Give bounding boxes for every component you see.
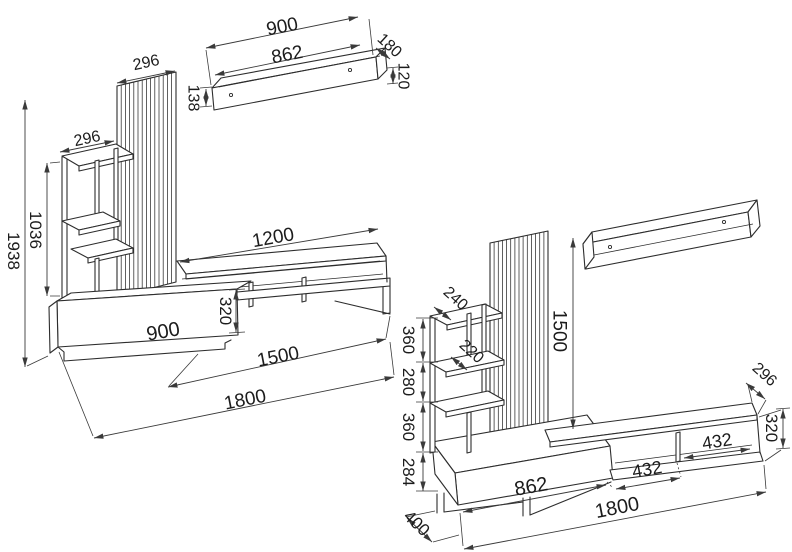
dim-line-wall-shelf-width [205, 16, 359, 49]
tower-left-upright [61, 155, 68, 299]
open-divider [675, 431, 681, 463]
slat-lines [120, 73, 172, 296]
dim-line-wall-shelf-opening [214, 44, 361, 76]
dim-label-slat-panel-width: 296 [131, 52, 161, 74]
dim-line-niche-width-right [683, 447, 751, 460]
dim-label-shelf-tower-height: 1036 [26, 211, 45, 249]
front-view: 900 862 180 120 138 296 296 1938 1036 12… [4, 14, 411, 439]
dim-label-tower-segment-lower: 360 [399, 413, 418, 441]
dim-label-top-shelf-depth: 296 [749, 360, 780, 391]
wall-shelf-left-cap [582, 231, 595, 270]
dim-line-overall-depth [406, 517, 433, 543]
dim-line-niche-width-left [615, 476, 681, 491]
tower-right-upright [113, 147, 119, 245]
dim-line-top-shelf-depth [745, 382, 766, 400]
side-view: 1500 240 220 360 280 360 284 296 320 432… [399, 199, 791, 550]
right-end-edge [385, 255, 388, 283]
dim-label-overall-height: 1938 [4, 232, 23, 270]
dim-label-tower-segment-top: 360 [399, 326, 418, 354]
side-shelf-tower [429, 303, 505, 454]
dim-line-slat-panel-width [116, 70, 176, 84]
side-dimensions: 1500 240 220 360 280 360 284 296 320 432… [399, 238, 791, 550]
right-foot [334, 285, 391, 315]
open-floor-edge [239, 273, 384, 288]
dim-label-wall-shelf-front-height: 138 [184, 85, 201, 112]
dim-line-tower-top-depth [433, 306, 452, 321]
hidden-leaders [606, 462, 682, 488]
dim-line-wall-shelf-depth [375, 47, 391, 60]
dim-label-base-length: 1500 [255, 343, 301, 372]
tower-left-upright [429, 315, 436, 454]
bottom-slab-front [236, 277, 391, 301]
tower-divider-lower [466, 411, 472, 454]
tower-mid-shelf-front [445, 359, 505, 378]
dim-label-base-front-height: 284 [399, 458, 418, 486]
dim-label-base-height: 320 [762, 414, 781, 442]
tower-low-shelf-front [445, 399, 505, 418]
front-shelf-tower [61, 143, 134, 301]
side-wall-shelf [582, 199, 761, 270]
dim-line-overall-length [93, 376, 395, 439]
slat-lines [493, 231, 545, 445]
dim-label-wall-shelf-width: 900 [265, 14, 300, 41]
dim-line-shelf-tower-width [59, 140, 115, 153]
dim-label-niche-width-left: 432 [631, 457, 664, 482]
front-slat-panel [116, 71, 177, 298]
base-left-face [48, 300, 59, 354]
wall-shelf-right-cap [747, 199, 761, 238]
tower-mid-shelf-front [78, 220, 121, 236]
dim-label-base-height: 320 [216, 297, 235, 325]
dim-label-wall-shelf-back-height: 120 [394, 63, 411, 90]
shelf-hole [721, 219, 727, 225]
wall-shelf-inner-edge [593, 223, 754, 256]
dim-line-tv-shelf-length [179, 227, 379, 264]
dim-label-niche-width-right: 432 [701, 429, 734, 453]
side-tv-base [431, 402, 764, 517]
dim-line-overall-length [463, 491, 767, 550]
dim-label-slat-panel-height: 1500 [548, 310, 569, 352]
shelf-hole [228, 92, 234, 98]
shelf-hole [607, 244, 613, 250]
dim-label-overall-length: 1800 [222, 386, 268, 415]
dim-line-tower-shelf-depth [450, 356, 468, 371]
right-end-edge [756, 415, 761, 454]
dim-label-tower-segment-upper: 280 [399, 368, 418, 396]
base-left-face [431, 441, 459, 506]
side-slat-panel [489, 230, 549, 447]
dim-label-overall-depth: 400 [400, 507, 434, 540]
dim-label-overall-length: 1800 [593, 493, 641, 523]
tower-divider-upper [94, 159, 100, 219]
open-back-wall [181, 260, 381, 280]
dim-label-tv-shelf-length: 1200 [251, 224, 296, 252]
dim-label-shelf-tower-width: 296 [72, 128, 102, 150]
dim-label-base-door-width: 900 [145, 318, 182, 345]
